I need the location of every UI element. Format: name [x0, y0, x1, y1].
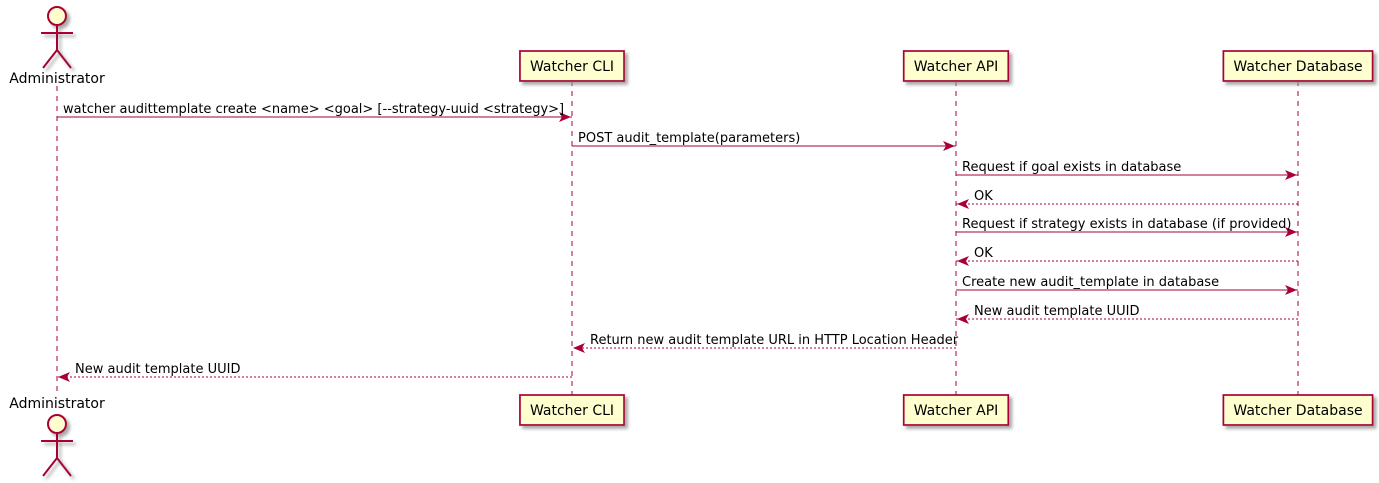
message-6-arrowhead: [957, 256, 969, 266]
message-4-label: OK: [974, 189, 993, 204]
message-3: Request if goal exists in database: [956, 160, 1298, 180]
message-8: New audit template UUID: [956, 304, 1298, 324]
message-4: OK: [956, 189, 1298, 209]
participant-box-watcher-database-bottom: Watcher Database: [1222, 394, 1374, 426]
participant-rect-watcher-api: [902, 50, 1010, 82]
message-2-arrowhead: [943, 141, 955, 151]
message-1-label: watcher audittemplate create <name> <goa…: [63, 102, 564, 117]
participant-rect-watcher-api: [902, 394, 1010, 426]
participant-box-watcher-cli-top: Watcher CLI: [519, 50, 625, 82]
message-3-arrowhead: [1285, 170, 1297, 180]
actor-figure-administrator-top: [41, 6, 73, 69]
message-7-arrowhead: [1285, 285, 1297, 295]
message-4-arrowhead: [957, 199, 969, 209]
message-10-arrowhead: [58, 372, 70, 382]
message-1-arrowhead: [559, 112, 571, 122]
actor-label-administrator: Administrator: [9, 71, 105, 87]
participant-label-watcher-database: Watcher Database: [1233, 59, 1362, 75]
message-6: OK: [956, 246, 1298, 266]
message-8-arrowhead: [957, 314, 969, 324]
actor-leg-right: [56, 49, 72, 69]
actor-head: [47, 414, 67, 434]
participant-box-watcher-cli-bottom: Watcher CLI: [519, 394, 625, 426]
message-2: POST audit_template(parameters): [572, 131, 956, 151]
message-9-label: Return new audit template URL in HTTP Lo…: [590, 333, 959, 348]
message-5: Request if strategy exists in database (…: [956, 217, 1298, 237]
actor-leg-right: [56, 457, 72, 477]
message-9: Return new audit template URL in HTTP Lo…: [572, 333, 959, 353]
message-5-label: Request if strategy exists in database (…: [962, 217, 1291, 232]
message-7: Create new audit_template in database: [956, 275, 1298, 295]
actor-leg-left: [42, 49, 58, 69]
participant-label-watcher-api: Watcher API: [914, 59, 999, 75]
participant-label-watcher-cli: Watcher CLI: [530, 59, 614, 75]
message-2-label: POST audit_template(parameters): [578, 131, 800, 146]
participant-box-watcher-database-top: Watcher Database: [1222, 50, 1374, 82]
participant-rect-watcher-cli: [519, 50, 625, 82]
actor-head: [47, 6, 67, 26]
participant-rect-watcher-database: [1222, 394, 1374, 426]
participant-label-watcher-cli: Watcher CLI: [530, 403, 614, 419]
message-6-label: OK: [974, 246, 993, 261]
actor-label-administrator: Administrator: [9, 396, 105, 412]
participant-rect-watcher-database: [1222, 50, 1374, 82]
message-7-label: Create new audit_template in database: [962, 275, 1219, 290]
message-3-label: Request if goal exists in database: [962, 160, 1181, 175]
message-10: New audit template UUID: [57, 362, 572, 382]
message-1: watcher audittemplate create <name> <goa…: [57, 102, 572, 122]
actor-leg-left: [42, 457, 58, 477]
message-5-arrowhead: [1285, 227, 1297, 237]
message-8-label: New audit template UUID: [974, 304, 1139, 319]
participant-box-watcher-api-bottom: Watcher API: [902, 394, 1010, 426]
message-10-label: New audit template UUID: [75, 362, 240, 377]
participant-rect-watcher-cli: [519, 394, 625, 426]
message-9-arrowhead: [573, 343, 585, 353]
participant-label-watcher-database: Watcher Database: [1233, 403, 1362, 419]
actor-figure-administrator-bottom: [41, 414, 73, 477]
participant-label-watcher-api: Watcher API: [914, 403, 999, 419]
participant-box-watcher-api-top: Watcher API: [902, 50, 1010, 82]
